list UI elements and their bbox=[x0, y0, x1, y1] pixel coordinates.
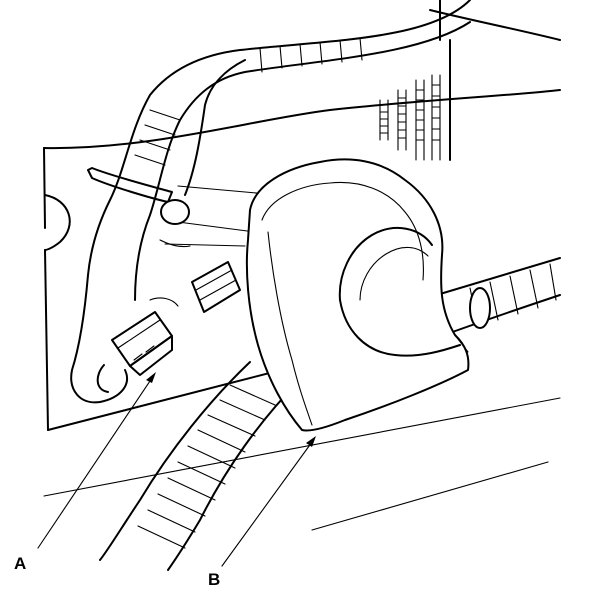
callout-label-b: B bbox=[208, 570, 221, 589]
upper-bracket bbox=[379, 0, 561, 161]
callout-label-a: A bbox=[14, 554, 27, 573]
leader-arrow-a bbox=[37, 372, 156, 549]
body-panel bbox=[43, 89, 561, 531]
lower-diagonal-harness bbox=[99, 361, 301, 571]
cable-clip bbox=[87, 167, 191, 248]
horn bbox=[245, 158, 470, 432]
horn-connector bbox=[191, 261, 241, 313]
leader-arrow-b bbox=[221, 436, 316, 567]
wire-harness bbox=[70, 0, 471, 404]
connector-a bbox=[111, 297, 179, 376]
